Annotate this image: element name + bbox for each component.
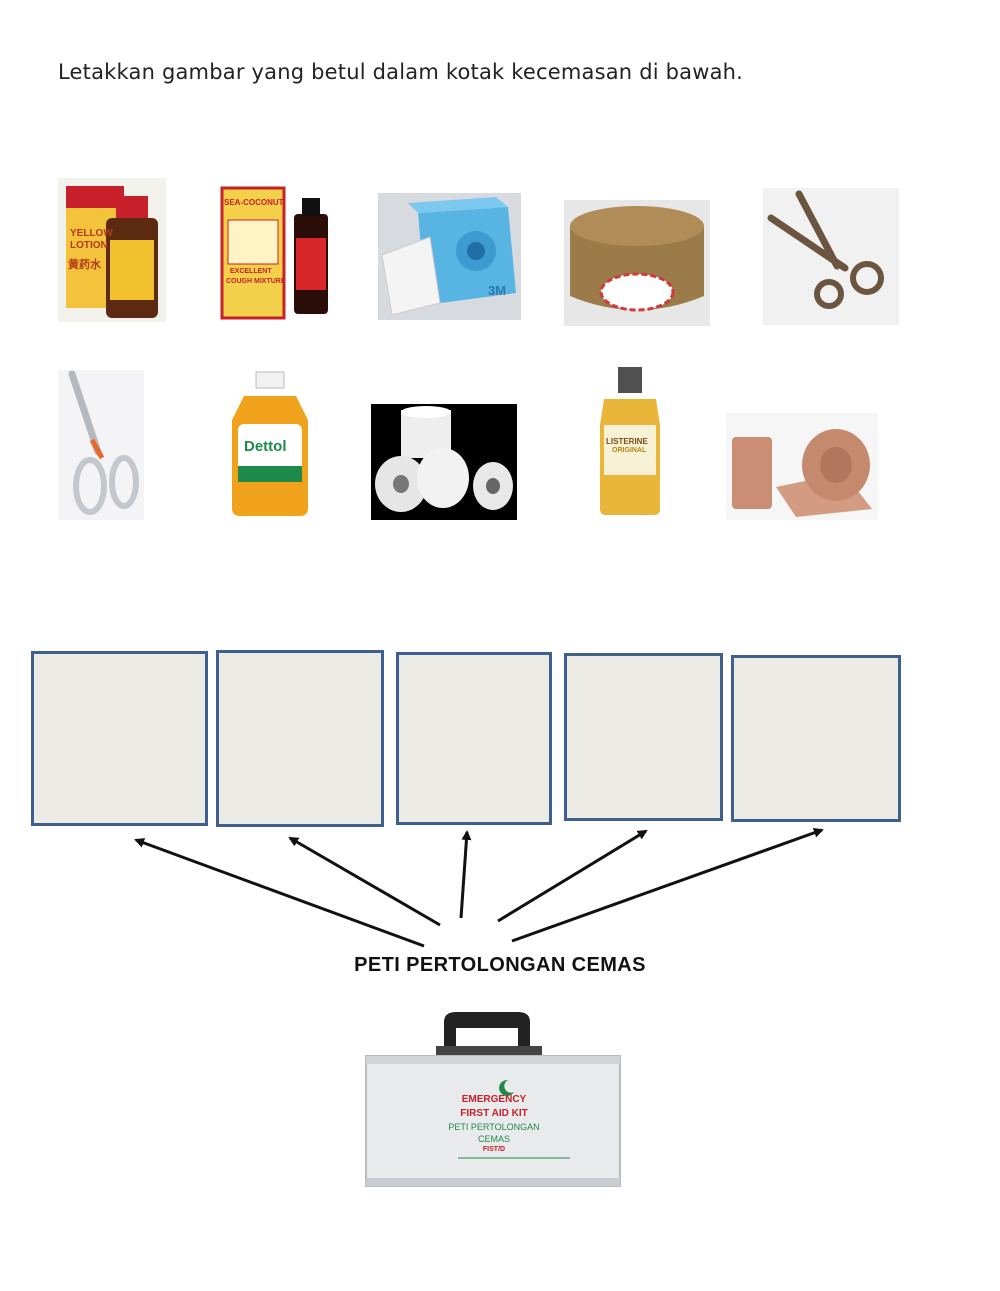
- rusty-scissors-image[interactable]: [763, 188, 899, 325]
- kit-handle: [444, 1012, 530, 1056]
- steel-scissors-image[interactable]: [58, 370, 144, 520]
- dettol-label: Dettol: [244, 438, 287, 455]
- first-aid-kit-image: EMERGENCY FIRST AID KIT PETI PERTOLONGAN…: [360, 1008, 628, 1193]
- sea-coconut-image[interactable]: SEA-COCONUT EXCELLENT COUGH MIXTURE: [220, 186, 332, 320]
- arrow-5: [511, 827, 824, 943]
- listerine-image[interactable]: LISTERINE ORIGINAL: [596, 365, 664, 520]
- yellow-lotion-label: YELLOW: [70, 228, 113, 239]
- sea-coconut-label-2: EXCELLENT: [230, 268, 272, 275]
- kit-label-peti: PETI PERTOLONGAN: [448, 1122, 540, 1132]
- elastic-bandage-image[interactable]: [726, 413, 878, 520]
- drop-box-4[interactable]: [564, 653, 723, 821]
- kit-label-brand: FIST/D: [482, 1146, 506, 1153]
- sea-coconut-label-3: COUGH MIXTURE: [226, 278, 286, 285]
- yellow-lotion-chinese: 黄药水: [68, 259, 101, 271]
- kit-label-first-aid: FIRST AID KIT: [460, 1108, 528, 1119]
- kit-label-emergency: EMERGENCY: [461, 1094, 527, 1105]
- drop-box-3[interactable]: [396, 652, 552, 825]
- crescent-icon: [499, 1079, 514, 1096]
- yellow-lotion-image[interactable]: YELLOW LOTION 黄药水: [58, 178, 166, 322]
- listerine-label-2: ORIGINAL: [612, 447, 647, 454]
- drop-box-1[interactable]: [31, 651, 208, 826]
- toilet-paper-image[interactable]: [371, 404, 517, 520]
- medical-tape-image[interactable]: 3M: [378, 193, 521, 320]
- dettol-image[interactable]: Dettol: [228, 370, 312, 520]
- arrow-1: [134, 838, 425, 948]
- sea-coconut-label: SEA-COCONUT: [224, 198, 284, 207]
- tape-brand-label: 3M: [488, 283, 507, 298]
- drop-box-2[interactable]: [216, 650, 384, 827]
- listerine-label: LISTERINE: [606, 437, 648, 446]
- instruction-text: Letakkan gambar yang betul dalam kotak k…: [58, 60, 744, 84]
- drop-box-5[interactable]: [731, 655, 901, 822]
- arrow-3: [459, 830, 472, 919]
- kit-label-cemas: CEMAS: [477, 1134, 510, 1144]
- arrow-2: [288, 836, 441, 927]
- yellow-lotion-label-2: LOTION: [70, 240, 108, 251]
- packing-tape-image[interactable]: [564, 200, 710, 326]
- kit-title: PETI PERTOLONGAN CEMAS: [354, 954, 646, 976]
- arrow-4: [497, 829, 648, 923]
